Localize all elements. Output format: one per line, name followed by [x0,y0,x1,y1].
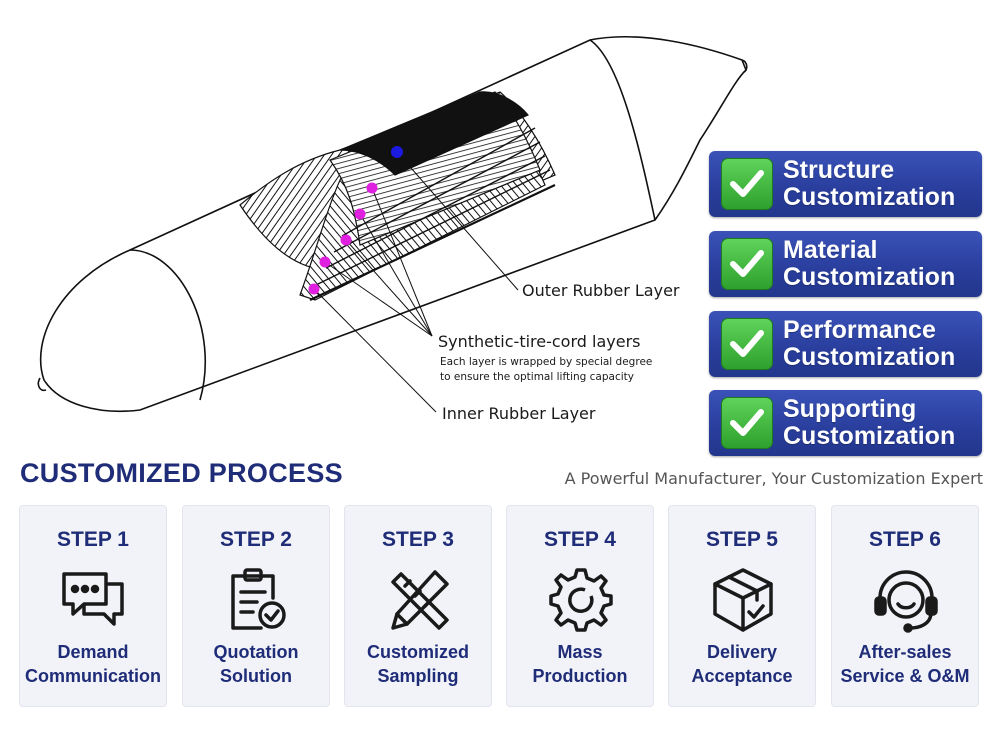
badge-performance-customization: Performance Customization [709,311,982,377]
pencil-ruler-icon [385,566,453,634]
process-title: CUSTOMIZED PROCESS [20,458,343,488]
check-icon [721,158,773,210]
headset-icon [872,566,940,634]
badge-line2: Customization [783,343,956,371]
callout-lines [313,151,519,413]
step-number: STEP 3 [382,528,454,551]
badge-material-customization: Material Customization [709,231,982,297]
badge-line1: Performance [783,316,936,344]
check-icon [721,318,773,370]
clipboard-check-icon [223,566,291,634]
cord-layer-marker [354,208,366,220]
step-label-line1: Demand [57,642,129,662]
check-icon [721,238,773,290]
process-tagline: A Powerful Manufacturer, Your Customizat… [564,469,983,488]
badge-line1: Supporting [783,395,917,423]
step-card-5: STEP 5 Delivery Acceptance [668,505,816,707]
step-card-1: STEP 1 Demand Communication [19,505,167,707]
step-number: STEP 2 [220,528,292,551]
badge-structure-customization: Structure Customization [709,151,982,217]
step-label-line1: Delivery [706,642,778,662]
badge-line2: Customization [783,183,956,211]
badge-line1: Structure [783,156,895,184]
step-label-line2: Communication [24,666,161,686]
check-icon [721,397,773,449]
badge-supporting-customization: Supporting Customization [709,390,982,456]
step-card-4: STEP 4 Mass Production [506,505,654,707]
cord-layers-label: Synthetic-tire-cord layers [438,332,641,351]
step-label-line1: Mass [557,642,603,662]
badge-line2: Customization [783,263,956,291]
layer-markers [308,146,403,295]
step-label-line2: Production [532,666,628,686]
outer-rubber-label: Outer Rubber Layer [522,281,680,300]
cord-layers-note-1: Each layer is wrapped by special degree [440,356,653,368]
step-label-line2: Sampling [377,666,459,686]
step-number: STEP 1 [57,528,129,551]
step-label-line2: Service & O&M [840,666,970,686]
step-label-line2: Solution [220,666,292,686]
step-number: STEP 5 [706,528,778,551]
airbag-cutaway-diagram [37,35,748,413]
badge-line2: Customization [783,422,956,450]
step-number: STEP 4 [544,528,616,551]
step-card-3: STEP 3 Customized Sampling [344,505,492,707]
cord-layers-note-2: to ensure the optimal lifting capacity [440,371,634,383]
gear-icon [547,566,615,634]
cord-layer-marker [319,256,331,268]
step-number: STEP 6 [869,528,941,551]
badge-line1: Material [783,236,878,264]
step-label-line2: Acceptance [691,666,793,686]
outer-layer-marker [391,146,403,158]
inner-rubber-label: Inner Rubber Layer [442,404,596,423]
cord-layer-marker [340,234,352,246]
step-label-line1: Customized [366,642,469,662]
chat-bubbles-icon [60,566,128,634]
box-check-icon [709,566,777,634]
cutaway-layers [239,91,556,301]
step-card-6: STEP 6 After-sales Service & O&M [831,505,979,707]
step-label-line1: Quotation [213,642,299,662]
cord-layer-marker [366,182,378,194]
inner-layer-marker [308,283,320,295]
step-card-2: STEP 2 Quotation Solution [182,505,330,707]
step-label-line1: After-sales [858,642,952,662]
